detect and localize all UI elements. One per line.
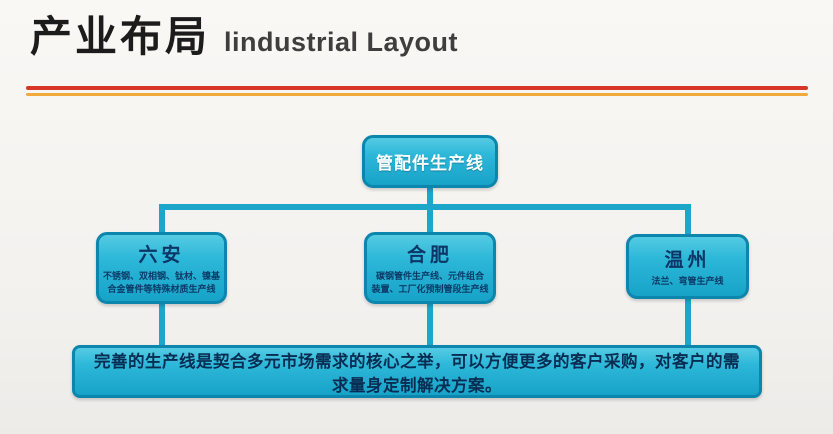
node-city-luan: 六安 不锈钢、双相钢、钛材、镍基 合金管件等特殊材质生产线 <box>96 232 227 304</box>
node-city-hefei: 合肥 碳钢管件生产线、元件组合 装置、工厂化预制管段生产线 <box>364 232 496 304</box>
page-title-english: lindustrial Layout <box>224 27 459 57</box>
node-root-label: 管配件生产线 <box>376 154 484 173</box>
connector-horizontal <box>159 204 691 210</box>
connector-mid-down <box>427 300 433 348</box>
page-title: 产业布局 lindustrial Layout <box>30 13 459 60</box>
divider-rule-orange <box>26 93 808 96</box>
connector-right-stub <box>685 204 691 236</box>
node-city-wenzhou-desc: 法兰、弯管生产线 <box>651 275 724 286</box>
node-city-luan-desc: 不锈钢、双相钢、钛材、镍基 合金管件等特殊材质生产线 <box>103 270 221 294</box>
node-city-wenzhou-name: 温州 <box>664 249 711 271</box>
connector-left-stub <box>159 204 165 236</box>
node-city-hefei-name: 合肥 <box>406 244 453 266</box>
connector-right-down <box>685 297 691 348</box>
node-city-luan-name: 六安 <box>138 244 185 266</box>
connector-root-stub <box>427 186 433 236</box>
summary-text: 完善的生产线是契合多元市场需求的核心之举，可以方便更多的客户采购，对客户的需求量… <box>94 352 740 395</box>
node-city-hefei-desc: 碳钢管件生产线、元件组合 装置、工厂化预制管段生产线 <box>371 270 489 294</box>
divider-rule-red <box>26 86 808 90</box>
summary-bar: 完善的生产线是契合多元市场需求的核心之举，可以方便更多的客户采购，对客户的需求量… <box>72 345 762 398</box>
connector-left-down <box>159 300 165 348</box>
page-title-chinese: 产业布局 <box>30 13 211 60</box>
node-root: 管配件生产线 <box>362 135 498 188</box>
node-city-wenzhou: 温州 法兰、弯管生产线 <box>626 234 749 299</box>
